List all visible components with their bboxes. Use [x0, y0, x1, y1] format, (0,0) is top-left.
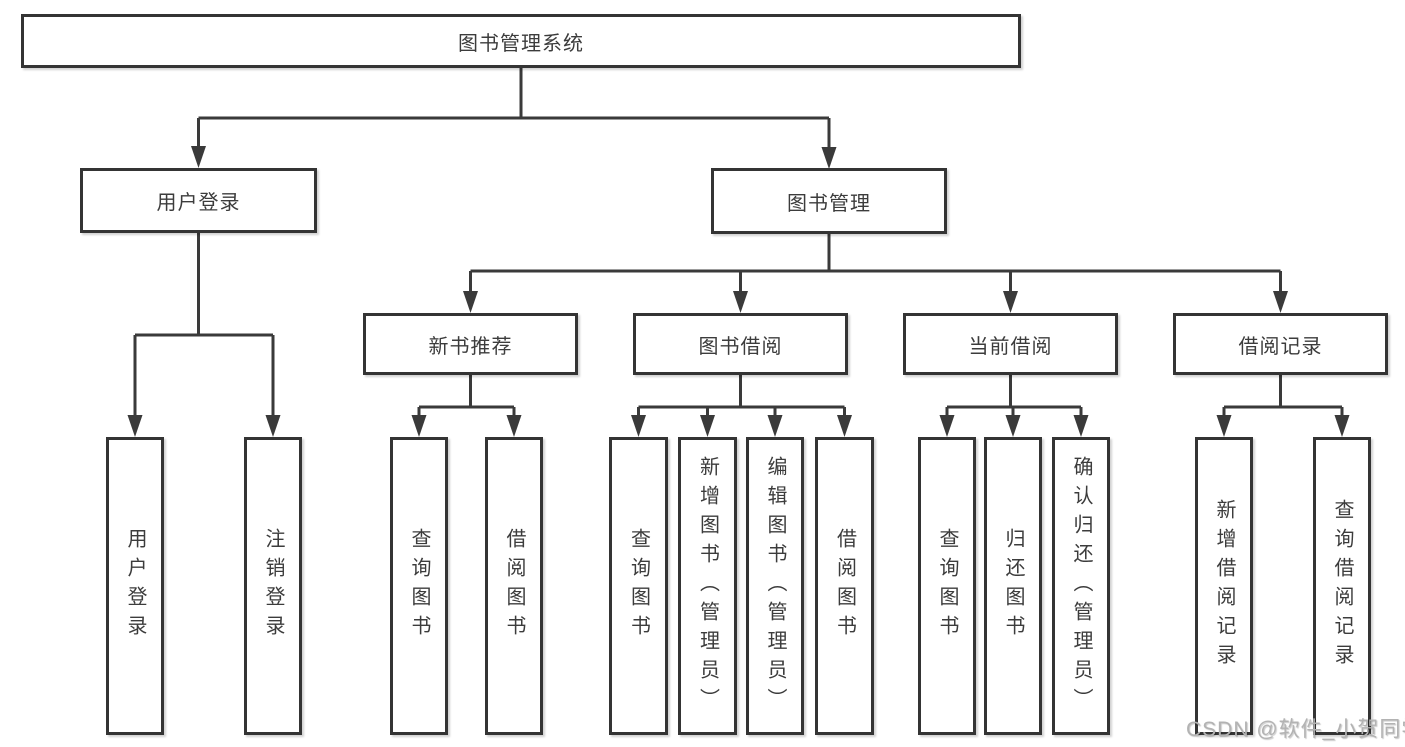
node-book-management: 图书管理	[711, 168, 947, 234]
leaf-add-borrow-record: 新增借阅记录	[1195, 437, 1253, 735]
csdn-watermark: CSDN @软件_小贺同学	[1186, 718, 1405, 741]
connector-root-to-level2	[197, 68, 831, 150]
leaf-recommend-query-books: 查询图书	[390, 437, 448, 735]
connector-level3-to-leaves	[417, 375, 1344, 419]
arrow-down-icons	[127, 146, 1350, 437]
node-book-borrowing: 图书借阅	[633, 313, 848, 375]
leaf-return-books: 归还图书	[984, 437, 1042, 735]
connector-bookmgmt-to-level3	[469, 234, 1282, 295]
connector-userlogin-to-leaves	[133, 233, 275, 419]
node-user-login: 用户登录	[80, 168, 317, 233]
node-new-book-recommend: 新书推荐	[363, 313, 578, 375]
node-borrowing-records: 借阅记录	[1173, 313, 1388, 375]
leaf-current-query-books: 查询图书	[918, 437, 976, 735]
leaf-recommend-borrow-books: 借阅图书	[485, 437, 543, 735]
leaf-user-login: 用户登录	[106, 437, 164, 735]
leaf-borrowing-query-books: 查询图书	[609, 437, 668, 735]
leaf-edit-book-admin: 编辑图书（管理员）	[746, 437, 804, 735]
leaf-logout: 注销登录	[244, 437, 302, 735]
leaf-borrowing-borrow-books: 借阅图书	[815, 437, 874, 735]
leaf-confirm-return-admin: 确认归还（管理员）	[1052, 437, 1110, 735]
node-library-management-system: 图书管理系统	[21, 14, 1021, 68]
leaf-add-book-admin: 新增图书（管理员）	[678, 437, 737, 735]
node-current-borrowing: 当前借阅	[903, 313, 1118, 375]
leaf-query-borrow-record: 查询借阅记录	[1313, 437, 1371, 735]
